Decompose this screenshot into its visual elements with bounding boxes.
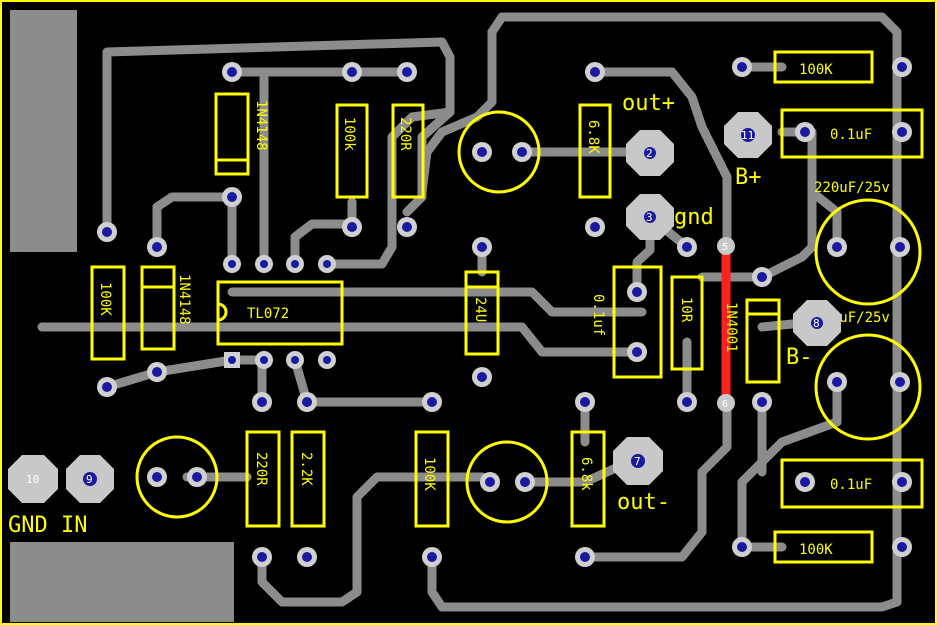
pad-8[interactable]: 8 bbox=[793, 300, 841, 346]
r5-label: 100K bbox=[799, 62, 833, 78]
pad-8-number: 8 bbox=[813, 317, 820, 330]
silkscreen bbox=[90, 50, 924, 564]
c2-label: 0.1uF bbox=[830, 477, 872, 493]
r4-label: 100K bbox=[97, 282, 113, 316]
d1-label: 1N4148 bbox=[253, 100, 269, 151]
d2-label: 1N4148 bbox=[176, 274, 192, 325]
ic1-label: TL072 bbox=[247, 306, 289, 322]
b-pos-label: B+ bbox=[735, 165, 762, 190]
pad-5[interactable]: 5 bbox=[717, 237, 735, 255]
pad-11[interactable]: 11 bbox=[724, 112, 772, 158]
traces bbox=[37, 12, 902, 612]
b-neg-label: B- bbox=[786, 345, 813, 370]
pad-9-number: 9 bbox=[86, 473, 93, 486]
pad-11-number: 11 bbox=[741, 129, 754, 142]
terminal-pads: 2 3 11 8 7 9 10 bbox=[8, 112, 841, 503]
pad-3-number: 3 bbox=[646, 211, 653, 224]
r8-label: 100K bbox=[421, 457, 437, 491]
out-neg-label: out- bbox=[617, 490, 670, 515]
pad-10-number: 10 bbox=[26, 473, 39, 486]
r2-label: 220R bbox=[397, 117, 413, 151]
r6-label: 220R bbox=[253, 452, 269, 486]
component-pads bbox=[97, 57, 912, 567]
r7-label: 2.2K bbox=[298, 452, 314, 486]
r9-label: 6.8k bbox=[578, 457, 594, 491]
pad-3[interactable]: 3 bbox=[626, 194, 674, 240]
out-pos-label: out+ bbox=[622, 91, 675, 116]
pad-7[interactable]: 7 bbox=[613, 437, 663, 485]
r3-label: 6.8K bbox=[585, 120, 601, 154]
pad-5-number: 5 bbox=[722, 242, 728, 253]
ground-plane bbox=[10, 10, 234, 622]
d3-label: 1N4001 bbox=[723, 302, 739, 353]
pad-7-number: 7 bbox=[634, 455, 641, 468]
c1-label: 0.1uF bbox=[830, 127, 872, 143]
pad-10[interactable]: 10 bbox=[8, 455, 58, 503]
pad-6-number: 6 bbox=[722, 399, 728, 410]
pad-2-number: 2 bbox=[646, 147, 653, 160]
c4-label: 24U bbox=[472, 297, 488, 322]
pad-2[interactable]: 2 bbox=[626, 130, 674, 176]
r1-label: 100k bbox=[341, 117, 357, 151]
c3-label: 0.1uf bbox=[590, 294, 606, 336]
r10-label: 10R bbox=[678, 297, 694, 323]
pad-6[interactable]: 6 bbox=[717, 394, 735, 412]
r11-label: 100K bbox=[799, 542, 833, 558]
gnd-label: gnd bbox=[674, 205, 714, 230]
gnd-in-label: GND IN bbox=[8, 513, 87, 538]
c5-label: 220uF/25v bbox=[814, 180, 890, 196]
pad-9[interactable]: 9 bbox=[66, 455, 114, 503]
